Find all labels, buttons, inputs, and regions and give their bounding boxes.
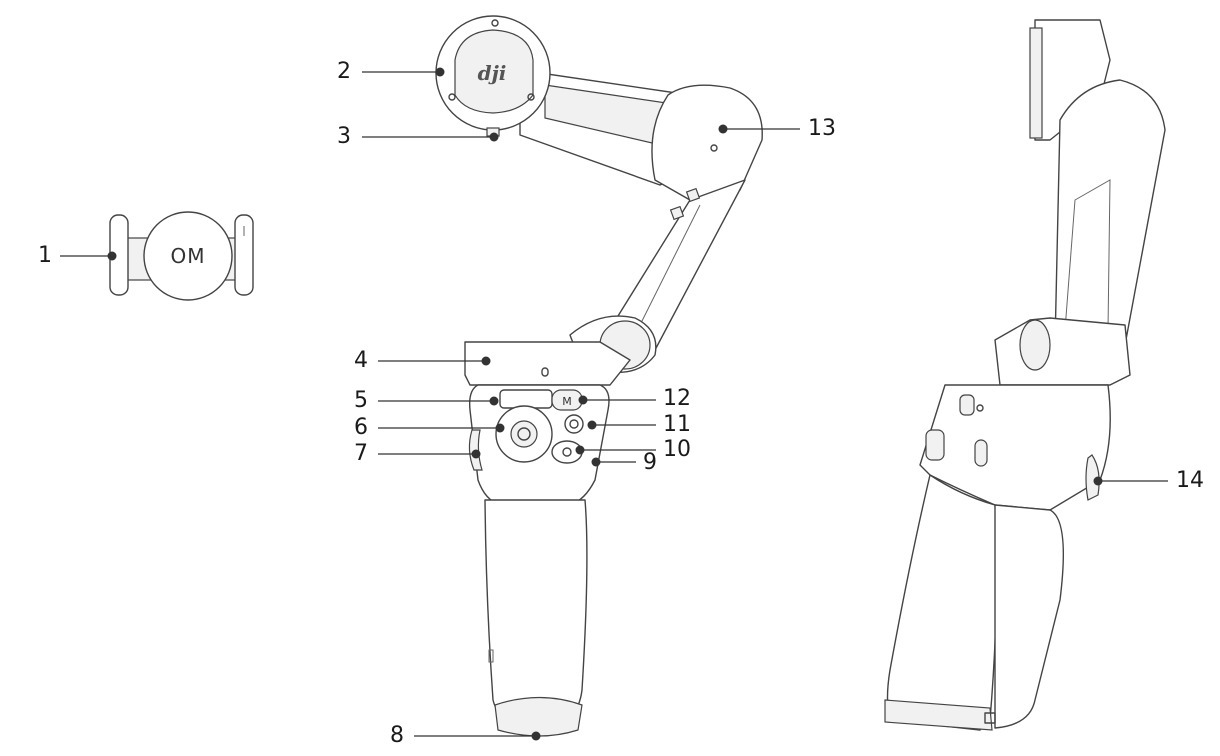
cover-screw-3	[491, 19, 499, 27]
callout-9: 9	[643, 450, 657, 475]
tilt-motor-housing	[651, 84, 763, 207]
leader-dot-3	[489, 132, 499, 142]
leader-dot-7	[471, 449, 481, 459]
callout-leaders	[60, 67, 1168, 741]
callout-12: 12	[663, 386, 691, 411]
cover-screw-1	[448, 93, 456, 101]
side-grip-bottom	[884, 699, 993, 731]
shutter-button	[564, 414, 584, 434]
side-top-plate	[1029, 27, 1043, 139]
clamp-magnet-disc	[143, 211, 233, 301]
leader-dot-2	[435, 67, 445, 77]
callout-8: 8	[390, 723, 404, 748]
leader-dot-13	[718, 124, 728, 134]
side-grip	[886, 474, 998, 731]
side-screw	[976, 404, 984, 412]
callout-3: 3	[337, 124, 351, 149]
om-logo: OM	[171, 244, 206, 268]
callout-14: 14	[1176, 468, 1204, 493]
leader-dot-6	[495, 423, 505, 433]
extension-rod-housing	[464, 341, 631, 386]
leader-dot-1	[107, 251, 117, 261]
callout-2: 2	[337, 59, 351, 84]
handle-bottom-cap	[494, 696, 583, 737]
switch-button-dot	[562, 447, 572, 457]
leader-dot-10	[575, 445, 585, 455]
leader-dot-5	[489, 396, 499, 406]
magnetic-phone-clamp: OM	[109, 211, 254, 301]
cover-screw-2	[527, 93, 535, 101]
indicator-hole	[541, 367, 549, 377]
callout-7: 7	[354, 441, 368, 466]
arm-lock-tab-2	[685, 187, 701, 203]
pan-arm-edge	[639, 204, 701, 326]
leader-dot-8	[531, 731, 541, 741]
m-button-glyph: M	[562, 395, 572, 408]
leader-dot-12	[578, 395, 588, 405]
side-lanyard-hole	[984, 712, 996, 724]
side-usb-port	[974, 439, 988, 467]
gimbal-side-view	[884, 19, 1166, 731]
side-rear-button	[1085, 454, 1100, 501]
leader-dot-14	[1093, 476, 1103, 486]
side-grip-back	[994, 504, 1064, 729]
callout-5: 5	[354, 388, 368, 413]
callout-13: 13	[808, 116, 836, 141]
leader-dot-4	[481, 356, 491, 366]
callout-11: 11	[663, 412, 691, 437]
callout-6: 6	[354, 415, 368, 440]
handle-grip	[484, 499, 588, 731]
side-button-top	[959, 394, 975, 416]
usb-port-mark	[488, 649, 494, 663]
leader-dot-9	[591, 457, 601, 467]
side-elbow	[994, 317, 1131, 386]
shutter-button-dot	[569, 419, 579, 429]
callout-10: 10	[663, 437, 691, 462]
callout-1: 1	[38, 243, 52, 268]
joystick-center	[517, 427, 531, 441]
side-elbow-face	[1019, 319, 1051, 371]
leader-dot-11	[587, 420, 597, 430]
tilt-motor-hole	[710, 144, 718, 152]
clamp-right-grip	[234, 214, 254, 296]
gimbal-front-view: dji M	[435, 15, 763, 737]
side-trigger	[925, 429, 945, 461]
arm-lock-tab-1	[669, 205, 685, 221]
dji-logo: dji	[478, 61, 507, 85]
joystick-knob	[510, 420, 538, 448]
callout-4: 4	[354, 348, 368, 373]
